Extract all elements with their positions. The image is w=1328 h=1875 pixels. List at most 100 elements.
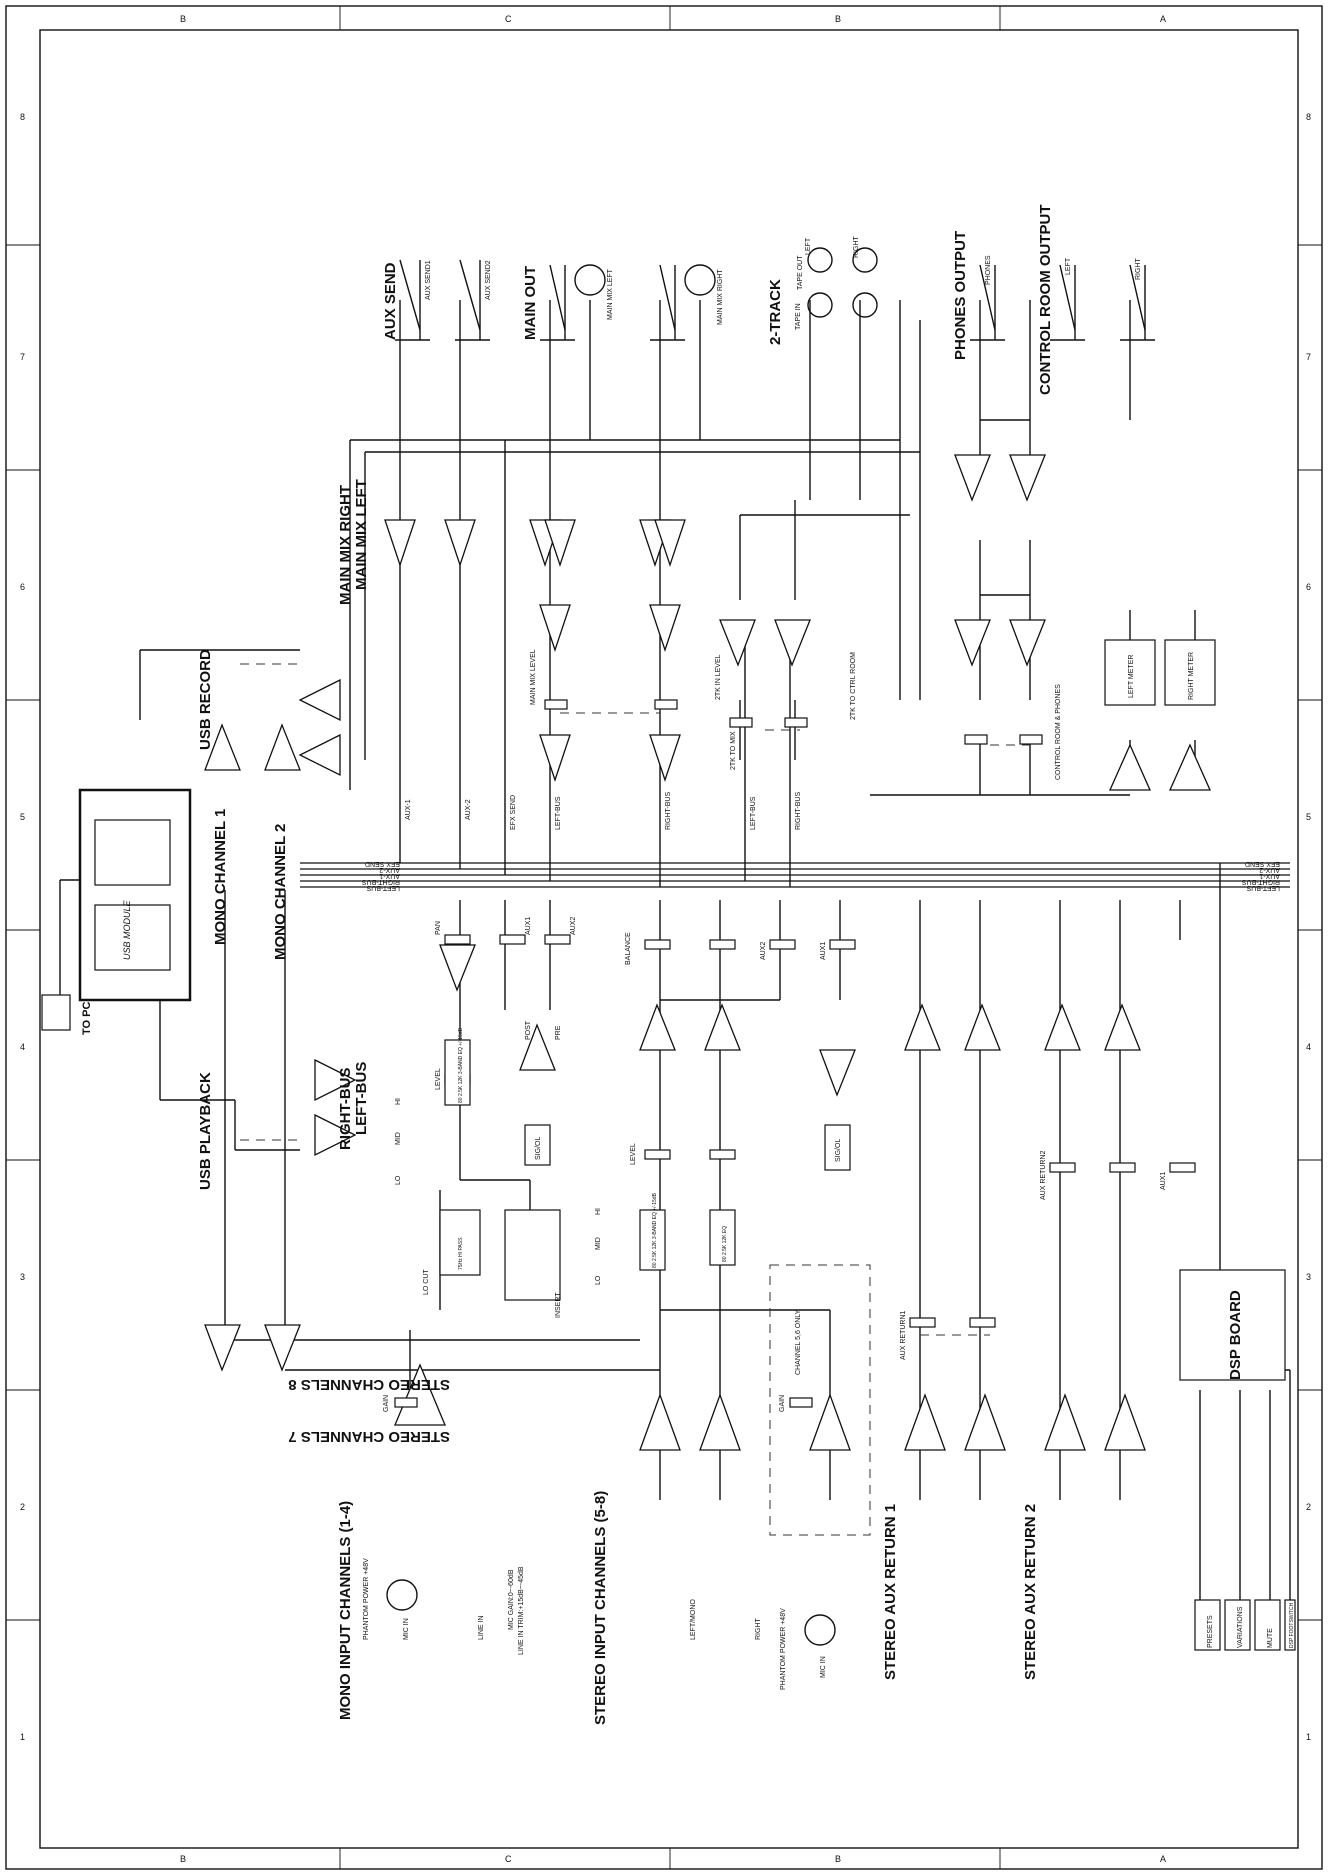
amp-stereo-in-l xyxy=(639,1393,681,1451)
xlr-main-left[interactable] xyxy=(574,264,606,296)
amp-phones-level xyxy=(954,619,991,667)
jack-label: RIGHT xyxy=(853,236,860,259)
jack-main-out-left-trs[interactable] xyxy=(540,264,575,341)
usb-port-icon xyxy=(41,994,71,1031)
ctl-level-mono: LEVEL xyxy=(435,1068,442,1090)
bus-tag: LEFT-BUS xyxy=(555,796,562,830)
pot-aux-return-1-r[interactable] xyxy=(969,1317,996,1328)
frame-col-label: 6 xyxy=(20,582,25,592)
frame-row-label: B xyxy=(835,1854,841,1864)
ctl-channel-5-6-only: CHANNEL 5,6 ONLY xyxy=(795,1309,802,1375)
amp-left-meter xyxy=(1108,743,1152,791)
frame-col-label: 6 xyxy=(1306,582,1311,592)
pot-ctrl-room[interactable] xyxy=(1019,734,1043,745)
ctl-2tk-to-ctrl-room: 2TK TO CTRL ROOM xyxy=(850,652,857,720)
jack-label: MAIN MIX RIGHT xyxy=(717,269,724,325)
amp-stereo-aux xyxy=(819,1049,856,1097)
amp-main-left-b xyxy=(544,519,576,568)
pot-aux-return-2-r[interactable] xyxy=(1109,1162,1136,1173)
amp-usb-play-left xyxy=(314,1113,357,1157)
xlr-mic-in-mono[interactable] xyxy=(386,1579,418,1611)
ctl-main-mix-level: MAIN MIX LEVEL xyxy=(530,649,537,705)
ctl-hpf: 75Hz HI PASS xyxy=(458,1237,464,1270)
pot-gain-stereo[interactable] xyxy=(789,1397,813,1408)
jack-aux-send-1[interactable] xyxy=(395,259,430,341)
xlr-main-right[interactable] xyxy=(684,264,716,296)
pot-pan[interactable] xyxy=(444,934,471,945)
dsp-variations[interactable] xyxy=(1224,1599,1251,1651)
section-labels: AUX SEND MAIN OUT 2-TRACK PHONES OUTPUT … xyxy=(81,204,1244,1725)
control-labels: MAIN MIX LEVEL 2TK IN LEVEL 2TK TO MIX 2… xyxy=(363,649,1295,1690)
label-right-bus: RIGHT-BUS xyxy=(337,1068,354,1151)
amp-stereo-left xyxy=(639,1003,676,1051)
jack-ctrl-left[interactable] xyxy=(1050,264,1085,341)
xlr-mic-in-stereo[interactable] xyxy=(804,1614,836,1646)
frame-col-label: 7 xyxy=(1306,352,1311,362)
pot-aux1-stereo[interactable] xyxy=(829,939,856,950)
frame-col-label: 2 xyxy=(1306,1502,1311,1512)
jack-phones[interactable] xyxy=(970,264,1005,341)
amp-aux-ret2-r xyxy=(1104,1003,1141,1051)
frame-col-label: 7 xyxy=(20,352,25,362)
pot-balance-l[interactable] xyxy=(644,939,671,950)
ctl-dsp-footswitch: DSP FOOTSWITCH xyxy=(1289,1602,1295,1648)
frame-row-label: C xyxy=(505,1854,512,1864)
ctl-pre: PRE xyxy=(555,1025,562,1040)
amp-ret1-in-r xyxy=(964,1393,1006,1451)
amp-2tk-in-right xyxy=(774,619,811,667)
rca-tape-in-right[interactable] xyxy=(852,292,878,318)
frame-col-label: 5 xyxy=(20,812,25,822)
pot-phones[interactable] xyxy=(964,734,988,745)
ctl-eq-stereo-a: 80 2.5K 12K 3-BAND EQ +/-15dB xyxy=(652,1192,658,1268)
gang-links xyxy=(240,663,1030,1536)
pot-aux-return-1-l[interactable] xyxy=(909,1317,936,1328)
pot-main-mix-right[interactable] xyxy=(654,699,678,710)
bus-label: AUX-1 xyxy=(379,872,400,879)
rca-tape-out-right[interactable] xyxy=(852,247,878,273)
bus-tag: RIGHT-BUS xyxy=(665,792,672,830)
jack-ctrl-right[interactable] xyxy=(1120,264,1155,341)
dsp-presets[interactable] xyxy=(1194,1599,1221,1651)
frame-col-label: 1 xyxy=(20,1732,25,1742)
jack-main-out-right-trs[interactable] xyxy=(650,264,685,341)
pot-2tk-left[interactable] xyxy=(729,717,753,728)
pot-level-stereo-r[interactable] xyxy=(709,1149,736,1160)
rca-tape-in-left[interactable] xyxy=(807,292,833,318)
ctl-line-in-trim: LINE IN TRIM:+15dB~-45dB xyxy=(518,1566,525,1655)
frame-col-label: 8 xyxy=(20,112,25,122)
pot-gain-mono[interactable] xyxy=(394,1397,418,1408)
pot-aux1-return[interactable] xyxy=(1169,1162,1196,1173)
dsp-mute[interactable] xyxy=(1254,1599,1281,1651)
frame-row-label: C xyxy=(505,14,512,24)
dsp-footswitch[interactable] xyxy=(1284,1599,1296,1651)
pot-aux1-mono[interactable] xyxy=(499,934,526,945)
ctl-mid-mono: MID xyxy=(395,1132,402,1145)
bus-label: AUX-2 xyxy=(1259,866,1280,873)
pot-aux2-stereo[interactable] xyxy=(769,939,796,950)
ctl-mic-in-stereo: MIC IN xyxy=(820,1656,827,1678)
amplifiers xyxy=(204,454,1212,1451)
ctl-lo-cut: LO CUT xyxy=(423,1269,430,1295)
amp-main-right-level xyxy=(649,604,681,653)
label-main-out: MAIN OUT xyxy=(522,266,539,340)
jack-label: AUX SEND2 xyxy=(485,260,492,300)
pot-aux-return-2-l[interactable] xyxy=(1049,1162,1076,1173)
frame-col-label: 4 xyxy=(20,1042,25,1052)
rca-tape-out-left[interactable] xyxy=(807,247,833,273)
pot-level-stereo-l[interactable] xyxy=(644,1149,671,1160)
amp-aux-send-2 xyxy=(444,519,476,568)
ctl-variations: VARIATIONS xyxy=(1237,1606,1244,1648)
pot-main-mix-left[interactable] xyxy=(544,699,568,710)
ctl-balance: BALANCE xyxy=(625,932,632,965)
label-stereo-input-channels: STEREO INPUT CHANNELS (5-8) xyxy=(592,1491,609,1725)
frame-row-label: A xyxy=(1160,14,1166,24)
pot-aux2-mono[interactable] xyxy=(544,934,571,945)
ctl-sig-ol-mono: SIG/OL xyxy=(535,1137,542,1160)
pot-2tk-right[interactable] xyxy=(784,717,808,728)
label-stereo-channels-8: STEREO CHANNELS 8 xyxy=(288,1376,450,1393)
label-mono-channel-1: MONO CHANNEL 1 xyxy=(212,809,229,945)
label-usb-playback: USB PLAYBACK xyxy=(197,1072,214,1190)
bus-tag: LEFT-BUS xyxy=(750,796,757,830)
pot-balance-r[interactable] xyxy=(709,939,736,950)
jack-aux-send-2[interactable] xyxy=(455,259,490,341)
